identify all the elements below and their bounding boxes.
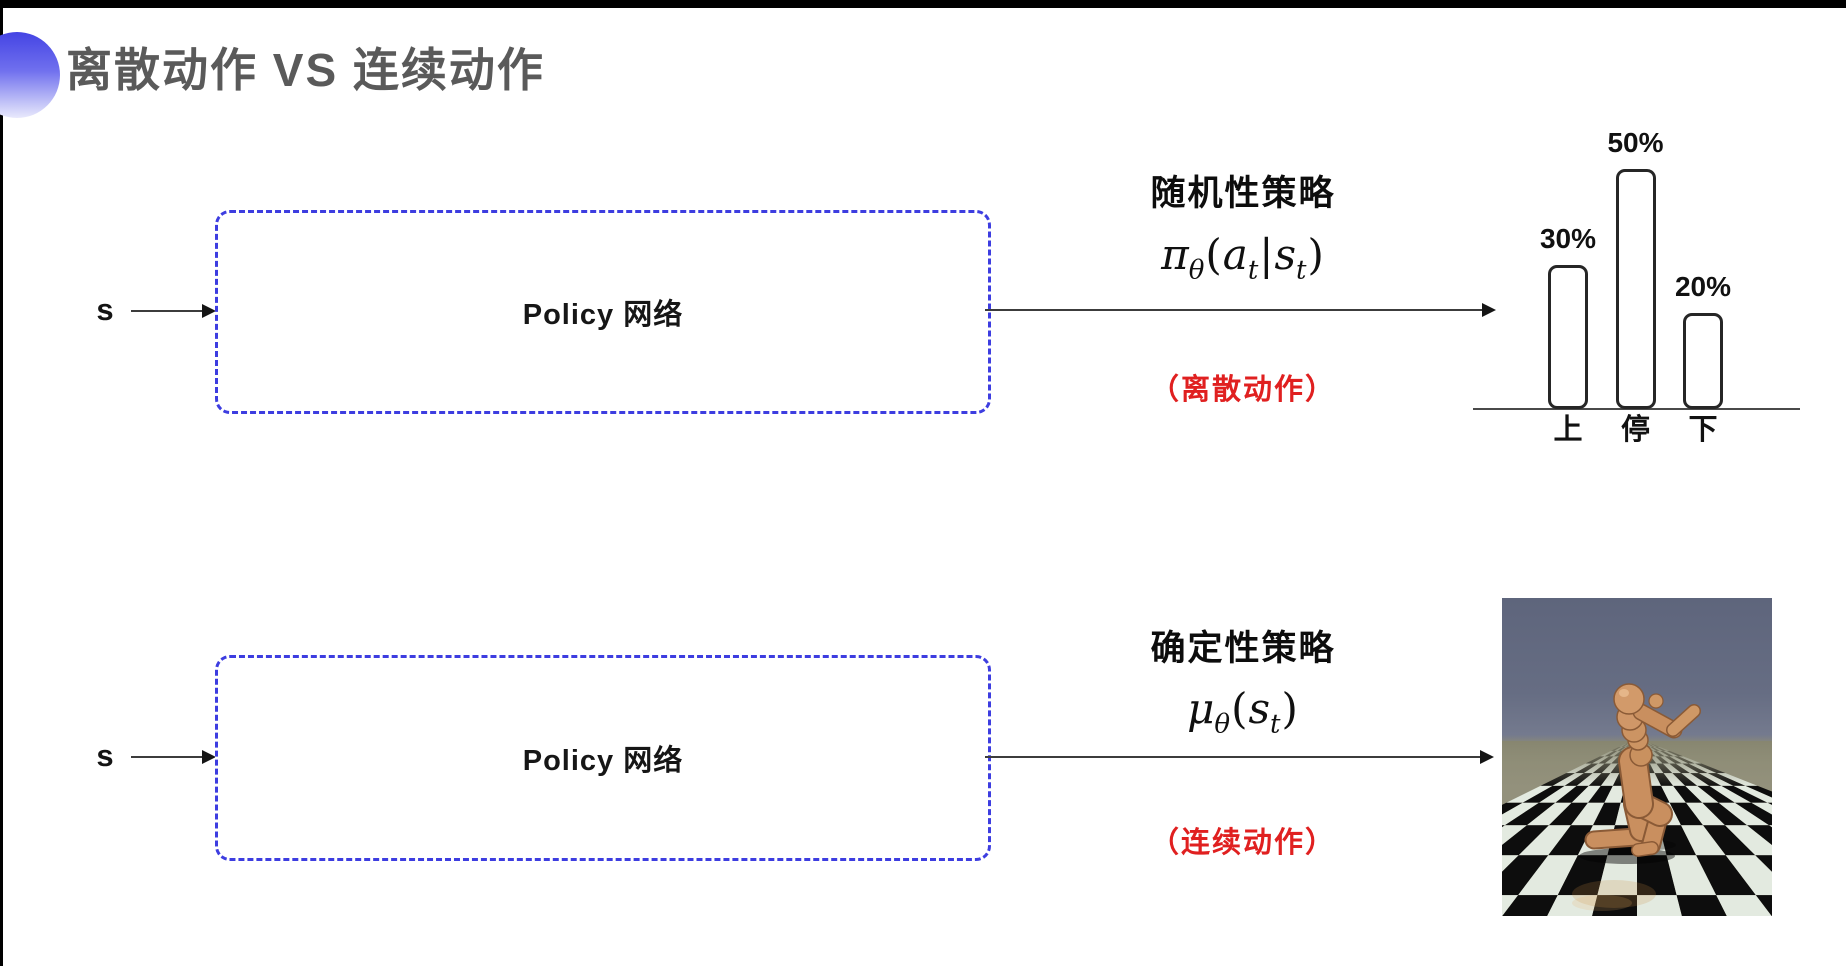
humanoid-robot	[1572, 683, 1701, 911]
paren-close: )	[1307, 230, 1324, 279]
deterministic-policy-heading: 确定性策略	[1150, 629, 1336, 668]
mu-symbol: μ	[1187, 684, 1215, 733]
chart-value-label: 20%	[1674, 271, 1732, 302]
state-input-label-bottom: s	[96, 738, 114, 773]
paren-close-2: )	[1281, 684, 1298, 733]
arrow-policy-to-simulation	[985, 750, 1494, 764]
chart-category-label: 下	[1688, 414, 1718, 446]
humanoid-simulation-image	[1502, 598, 1772, 916]
stochastic-policy-heading: 随机性策略	[1150, 174, 1336, 213]
conditional-bar: |	[1259, 230, 1274, 279]
chart-value-label: 30%	[1539, 223, 1597, 254]
arrow-s-to-policy-top	[131, 304, 216, 318]
policy-network-box-bottom: Policy 网络	[215, 655, 991, 861]
paren-open-2: (	[1231, 684, 1248, 733]
title-bullet-icon	[0, 32, 60, 118]
state-symbol-2: s	[1248, 684, 1271, 733]
chart-bar	[1683, 313, 1723, 409]
theta-subscript-2: θ	[1214, 709, 1231, 740]
arrow-policy-to-chart	[985, 303, 1496, 317]
chart-category-label: 停	[1620, 414, 1650, 446]
pi-symbol: π	[1161, 230, 1189, 279]
continuous-action-note: （连续动作）	[1149, 827, 1336, 859]
policy-network-box-top: Policy 网络	[215, 210, 991, 414]
t-subscript-2: t	[1296, 255, 1307, 286]
chart-value-label: 50%	[1607, 127, 1664, 158]
state-symbol: s	[1274, 230, 1297, 279]
t-subscript-1: t	[1247, 255, 1259, 286]
theta-subscript: θ	[1188, 255, 1205, 286]
top-black-border	[0, 0, 1846, 8]
deterministic-policy-formula: μθ(st)	[943, 684, 1543, 739]
policy-network-label-bottom: Policy 网络	[522, 745, 684, 777]
state-input-label-top: s	[96, 292, 114, 327]
left-black-border	[0, 0, 3, 966]
chart-bar	[1615, 169, 1656, 409]
chart-axis-line	[1473, 408, 1800, 410]
stochastic-policy-formula: πθ(at|st)	[943, 230, 1543, 285]
paren-open: (	[1205, 230, 1222, 279]
action-symbol: a	[1222, 230, 1248, 279]
chart-category-label: 上	[1553, 414, 1583, 446]
page-title: 离散动作 VS 连续动作	[66, 44, 545, 96]
t-subscript-3: t	[1270, 709, 1281, 740]
discrete-action-note: （离散动作）	[1149, 374, 1336, 406]
policy-network-label-top: Policy 网络	[522, 299, 684, 331]
action-probability-bar-chart: 30% 上 50% 停 20% 下	[1473, 108, 1803, 448]
humanoid-scene	[1502, 683, 1772, 916]
arrow-s-to-policy-bottom	[131, 750, 216, 764]
chart-bar	[1548, 265, 1588, 409]
